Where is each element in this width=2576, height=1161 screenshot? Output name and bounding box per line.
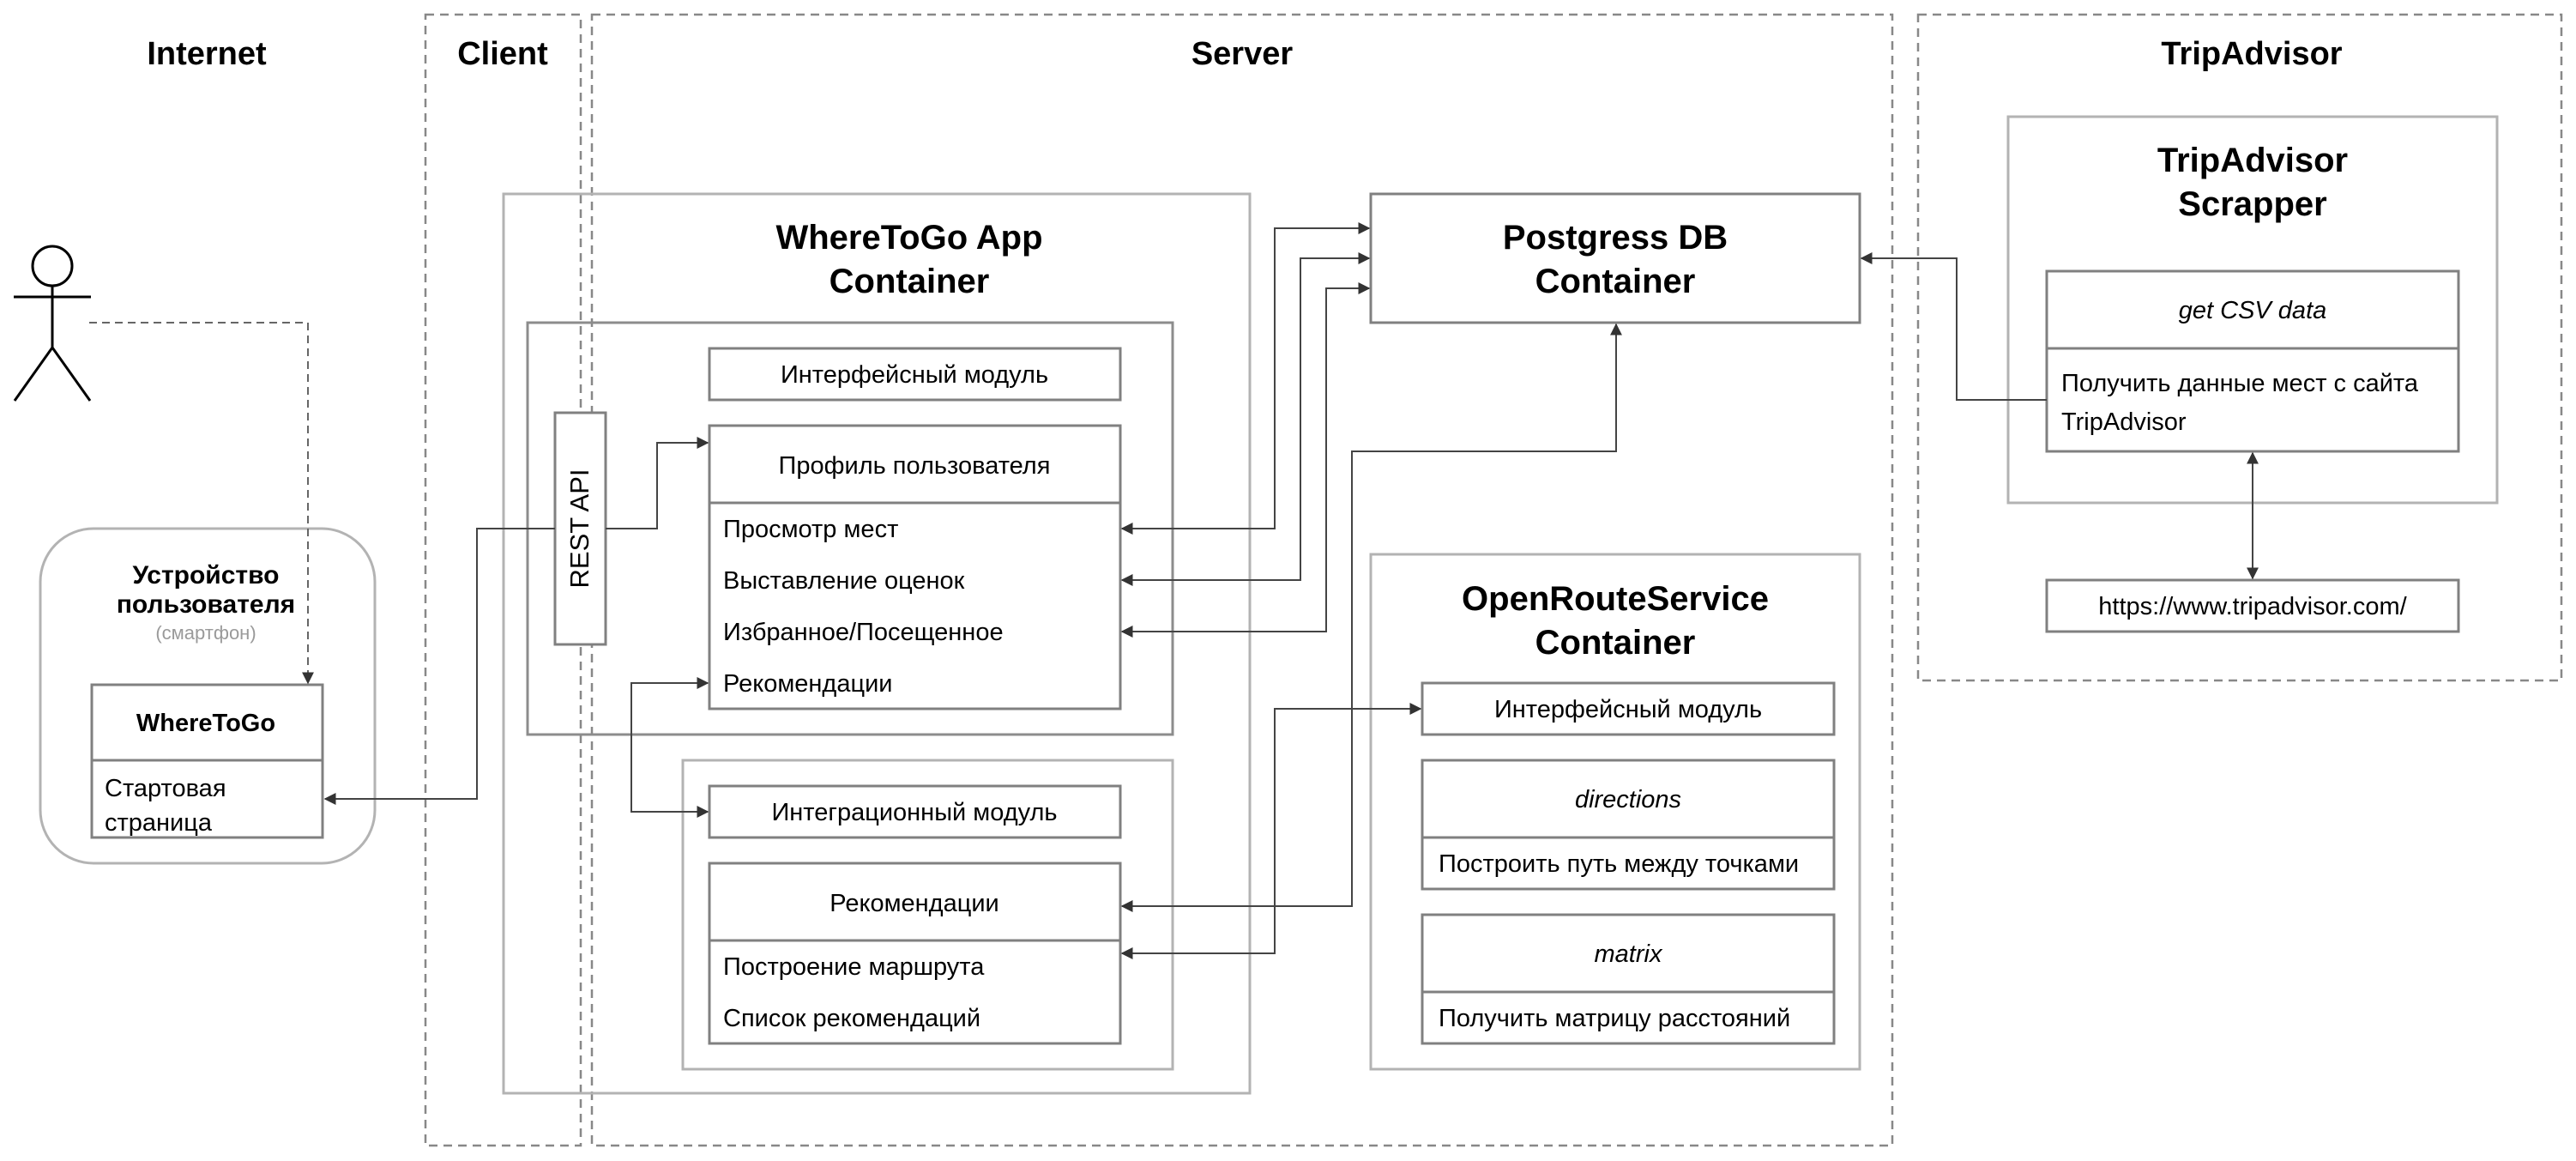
app-container-title-line1: WhereToGo App [775,219,1042,257]
edge-route-ors [1120,703,1422,959]
csv-line2: TripAdvisor [2061,408,2187,436]
recs-header: Рекомендации [830,890,998,917]
app-container-title-line2: Container [830,263,990,300]
device-title-line1: Устройство [133,561,280,590]
edge-recs-integration [630,677,709,818]
edge-restapi-to-device [323,528,555,805]
app-interface-module-label: Интерфейсный модуль [781,361,1048,389]
user-actor-icon [13,245,92,402]
postgres-db-container [1369,192,1861,324]
app-interface-module [708,347,1122,402]
tripadvisor-zone [1916,13,2563,682]
recs-item-list: Список рекомендаций [723,1005,980,1032]
profile-header: Профиль пользователя [779,452,1051,480]
edge-view-places-db [1120,222,1371,535]
edge-actor-to-app [89,322,314,685]
recommendations-class [708,862,1122,1045]
server-zone [590,13,1894,1147]
app-integration-module-label: Интеграционный модуль [771,799,1057,826]
device-subtitle: (смартфон) [155,622,256,644]
profile-item-view-places: Просмотр мест [723,516,898,543]
scrapper-title-line2: Scrapper [2178,185,2326,223]
ors-matrix-class [1421,913,1836,1045]
ors-title-line2: Container [1535,624,1696,662]
start-page-line1: Стартовая [105,775,226,802]
zone-title-tripadvisor: TripAdvisor [2161,36,2342,72]
ors-title-line1: OpenRouteService [1462,580,1769,618]
start-page-line2: страница [105,809,213,837]
postgres-title-line2: Container [1535,263,1696,300]
user-profile-class [708,424,1122,711]
mobile-app-name: WhereToGo [136,710,275,737]
zone-title-internet: Internet [147,36,267,72]
recs-item-route: Построение маршрута [723,953,985,981]
app-integration-module [708,784,1122,839]
edge-restapi-to-profile [606,437,709,529]
csv-header: get CSV data [2179,297,2327,324]
directions-header: directions [1575,786,1681,813]
zone-title-client: Client [457,36,548,72]
scrapper-title-line1: TripAdvisor [2157,142,2348,179]
edge-scrapper-to-db [1860,252,2047,401]
tripadvisor-url: https://www.tripadvisor.com/ [2098,593,2407,620]
device-title-line2: пользователя [117,590,295,619]
profile-item-ratings: Выставление оценок [723,567,965,595]
matrix-item: Получить матрицу расстояний [1439,1005,1790,1032]
profile-item-favorites: Избранное/Посещенное [723,619,1004,646]
get-csv-data-class [2045,269,2460,453]
edge-ratings-db [1120,252,1371,586]
directions-item: Построить путь между точками [1439,850,1799,878]
zone-title-server: Server [1191,36,1294,72]
postgres-title-line1: Postgress DB [1503,219,1728,257]
tripadvisor-url-box [2045,578,2460,633]
profile-item-recommendations: Рекомендации [723,670,892,698]
ors-interface-module-label: Интерфейсный модуль [1494,696,1762,723]
csv-line1: Получить данные мест с сайта [2061,370,2419,397]
rest-api-label: REST API [564,469,594,589]
matrix-header: matrix [1595,940,1663,968]
